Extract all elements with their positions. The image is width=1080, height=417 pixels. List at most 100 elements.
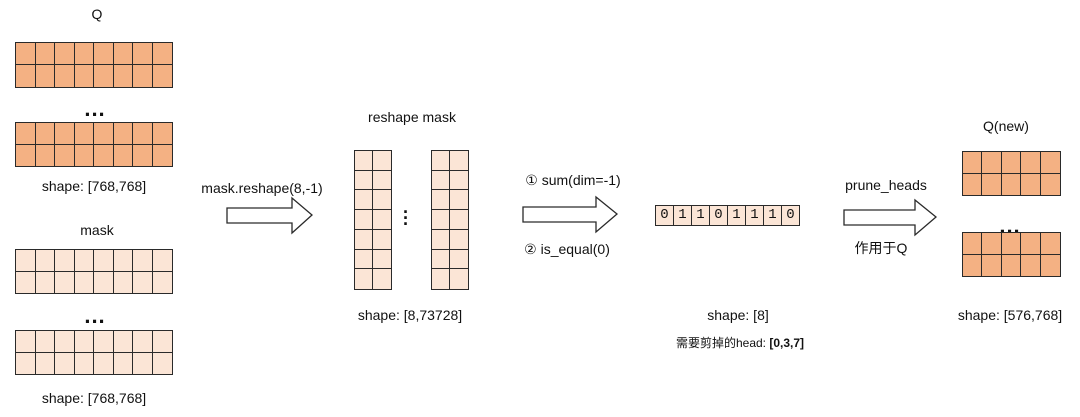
grid-cell <box>153 353 173 375</box>
grid-cell <box>94 271 114 293</box>
grid-cell <box>1021 233 1041 255</box>
vector-shape-label: shape: [8] <box>707 307 769 323</box>
grid-cell <box>1002 173 1022 195</box>
grid-cell <box>16 271 36 293</box>
vector-cell: 1 <box>764 206 782 225</box>
grid-cell <box>355 229 373 250</box>
grid-cell <box>963 254 983 276</box>
prune-step-label: prune_heads <box>845 177 927 193</box>
qnew-grid-top <box>962 151 1061 196</box>
grid-cell <box>1021 152 1041 174</box>
grid-cell <box>450 230 468 250</box>
grid-cell <box>1021 254 1041 276</box>
grid-cell <box>94 123 114 145</box>
grid-cell <box>133 43 153 65</box>
grid-cell <box>36 144 55 166</box>
grid-cell <box>114 352 133 374</box>
reshape-grid-right <box>431 150 469 290</box>
grid-cell <box>55 144 75 166</box>
grid-cell <box>355 151 373 171</box>
q-grid-bottom <box>15 122 173 167</box>
grid-cell <box>55 250 75 272</box>
grid-cell <box>982 152 1002 174</box>
grid-cell <box>113 250 133 272</box>
q-grid-top <box>15 42 173 88</box>
grid-cell <box>55 65 75 87</box>
reshape-title: reshape mask <box>368 109 456 125</box>
grid-cell <box>152 123 172 145</box>
grid-cell <box>16 65 36 87</box>
grid-cell <box>94 331 114 353</box>
qnew-shape-label: shape: [576,768] <box>957 307 1063 323</box>
grid-cell <box>982 173 1002 195</box>
grid-cell <box>432 229 450 250</box>
qnew-ellipsis: ... <box>999 213 1021 238</box>
grid-cell <box>355 249 373 270</box>
grid-cell <box>16 331 36 353</box>
grid-cell <box>355 190 373 211</box>
prune-arrow <box>843 198 938 237</box>
prune-heads-note-value: [0,3,7] <box>769 336 805 350</box>
grid-cell <box>373 171 391 191</box>
grid-cell <box>432 151 450 171</box>
grid-cell <box>1040 152 1060 174</box>
grid-cell <box>432 249 450 270</box>
reshape-vertical-dots: ··· <box>403 202 409 234</box>
grid-cell <box>55 331 75 353</box>
grid-cell <box>114 65 133 87</box>
grid-cell <box>36 65 55 87</box>
grid-cell <box>94 144 114 166</box>
grid-cell <box>75 65 94 87</box>
grid-cell <box>16 250 36 272</box>
grid-cell <box>113 43 133 65</box>
grid-cell <box>133 250 153 272</box>
grid-cell <box>133 331 153 353</box>
grid-cell <box>74 43 94 65</box>
grid-cell <box>74 123 94 145</box>
reshape-arrow <box>226 196 313 235</box>
grid-cell <box>963 233 983 255</box>
qnew-grid-bottom <box>962 232 1061 277</box>
qnew-title: Q(new) <box>983 118 1029 134</box>
grid-cell <box>450 190 468 211</box>
grid-cell <box>152 250 172 272</box>
grid-cell <box>1002 254 1022 276</box>
grid-cell <box>1001 152 1022 174</box>
grid-cell <box>1001 233 1022 255</box>
grid-cell <box>355 170 373 191</box>
grid-cell <box>450 210 468 230</box>
grid-cell <box>1041 174 1060 196</box>
grid-cell <box>35 250 55 272</box>
grid-cell <box>55 352 75 374</box>
grid-cell <box>16 123 36 145</box>
grid-cell <box>113 331 133 353</box>
reshape-shape-label: shape: [8,73728] <box>357 307 463 323</box>
prune-heads-note: 需要剪掉的head: [0,3,7] <box>676 334 804 351</box>
grid-cell <box>373 230 391 250</box>
mask-shape-label: shape: [768,768] <box>41 390 147 406</box>
grid-cell <box>133 123 153 145</box>
grid-cell <box>450 171 468 191</box>
mask-grid-top <box>15 249 173 294</box>
sum-step-label: ① sum(dim=-1) <box>525 172 621 188</box>
grid-cell <box>373 151 391 171</box>
prune-target-label: 作用于Q <box>854 240 908 256</box>
vector-cell: 1 <box>728 206 746 225</box>
grid-cell <box>373 190 391 211</box>
grid-cell <box>94 43 114 65</box>
grid-cell <box>75 352 94 374</box>
grid-cell <box>74 331 94 353</box>
grid-cell <box>94 65 114 87</box>
head-mask-vector: 0 1 1 0 1 1 1 0 <box>655 205 800 226</box>
grid-cell <box>16 144 36 166</box>
grid-cell <box>450 250 468 270</box>
reshape-grid-left <box>354 150 392 290</box>
grid-cell <box>432 210 450 230</box>
grid-cell <box>355 269 373 289</box>
grid-cell <box>94 250 114 272</box>
grid-cell <box>75 271 94 293</box>
q-title: Q <box>91 6 103 22</box>
grid-cell <box>133 144 153 166</box>
grid-cell <box>153 145 173 167</box>
grid-cell <box>152 331 172 353</box>
